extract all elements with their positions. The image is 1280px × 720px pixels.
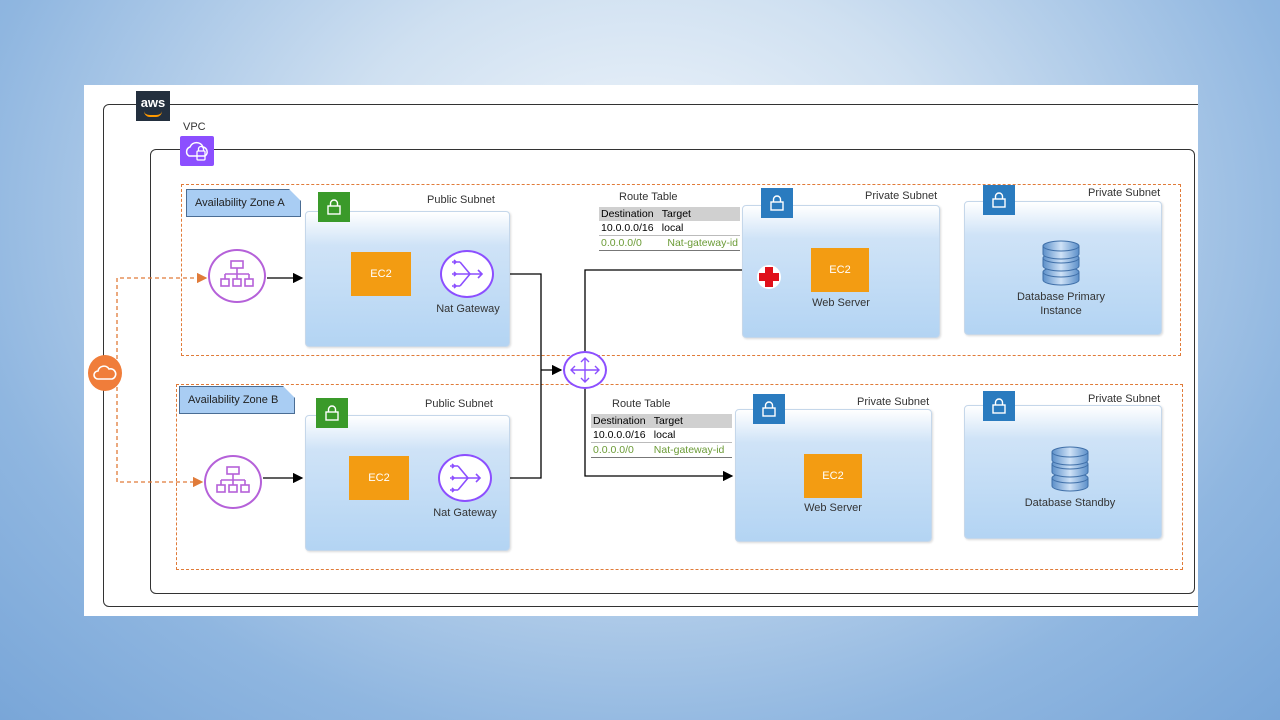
public-subnet-b-label: Public Subnet xyxy=(425,398,493,410)
public-subnet-b-lock-icon xyxy=(316,398,348,428)
vpc-label: VPC xyxy=(183,121,206,133)
red-cross-icon xyxy=(756,264,782,290)
public-subnet-a-lock-icon xyxy=(318,192,350,222)
database-primary-label-line1: Database Primary xyxy=(1016,291,1106,303)
route-table-b-cell: 0.0.0.0/0 xyxy=(591,442,652,458)
aws-logo: aws xyxy=(136,91,170,121)
load-balancer-b-icon xyxy=(204,455,262,509)
vpc-frame xyxy=(150,149,1195,594)
database-primary-icon xyxy=(1041,240,1081,286)
availability-zone-b-tag: Availability Zone B xyxy=(179,386,295,414)
diagram-canvas: aws VPC Availability Zone A Availability… xyxy=(84,85,1198,616)
private-subnet-db-a-label: Private Subnet xyxy=(1088,187,1161,199)
router-icon xyxy=(563,351,607,389)
availability-zone-a-tag: Availability Zone A xyxy=(186,189,301,217)
nat-gateway-b-label: Nat Gateway xyxy=(433,507,497,519)
route-table-b-title: Route Table xyxy=(612,398,671,410)
nat-gateway-a-label: Nat Gateway xyxy=(436,303,500,315)
route-table-a-cell: 10.0.0.0/16 xyxy=(599,221,660,236)
private-subnet-web-b-lock-icon xyxy=(753,394,785,424)
availability-zone-b-boundary xyxy=(176,384,1183,570)
database-primary-label-line2: Instance xyxy=(1040,305,1082,317)
database-standby-icon xyxy=(1050,446,1090,492)
route-table-b-header-destination: Destination xyxy=(591,414,652,428)
ec2-web-b: EC2 xyxy=(804,454,862,498)
web-server-b-label: Web Server xyxy=(804,502,862,514)
connectors xyxy=(116,264,766,488)
route-table-a-cell: local xyxy=(659,221,740,236)
route-table-b-cell: local xyxy=(651,428,732,443)
private-subnet-db-a-lock-icon xyxy=(983,185,1015,215)
route-table-a-header-destination: Destination xyxy=(599,207,660,221)
route-table-b-cell: Nat-gateway-id xyxy=(651,442,732,458)
route-table-b-cell: 10.0.0.0/16 xyxy=(591,428,652,443)
route-table-a-cell: Nat-gateway-id xyxy=(659,235,740,251)
nat-gateway-a-icon xyxy=(440,250,494,298)
private-subnet-web-b-label: Private Subnet xyxy=(857,396,930,408)
ec2-web-a: EC2 xyxy=(811,248,869,292)
web-server-a-label: Web Server xyxy=(812,297,870,309)
nat-gateway-b-icon xyxy=(438,454,492,502)
route-table-a-cell: 0.0.0.0/0 xyxy=(599,235,660,251)
ec2-public-b: EC2 xyxy=(349,456,409,500)
load-balancer-a-icon xyxy=(208,249,266,303)
vpc-icon xyxy=(180,136,214,166)
availability-zone-a-boundary xyxy=(181,184,1181,356)
route-table-a-header-target: Target xyxy=(659,207,740,221)
ec2-public-a: EC2 xyxy=(351,252,411,296)
internet-gateway-cloud-icon xyxy=(88,355,122,391)
private-subnet-web-a-lock-icon xyxy=(761,188,793,218)
private-subnet-db-b-label: Private Subnet xyxy=(1088,393,1161,405)
private-subnet-db-b-lock-icon xyxy=(983,391,1015,421)
database-standby-label: Database Standby xyxy=(1024,497,1116,509)
route-table-a-title: Route Table xyxy=(619,191,678,203)
private-subnet-web-a-label: Private Subnet xyxy=(865,190,938,202)
public-subnet-a-label: Public Subnet xyxy=(427,194,495,206)
route-table-b-header-target: Target xyxy=(651,414,732,428)
